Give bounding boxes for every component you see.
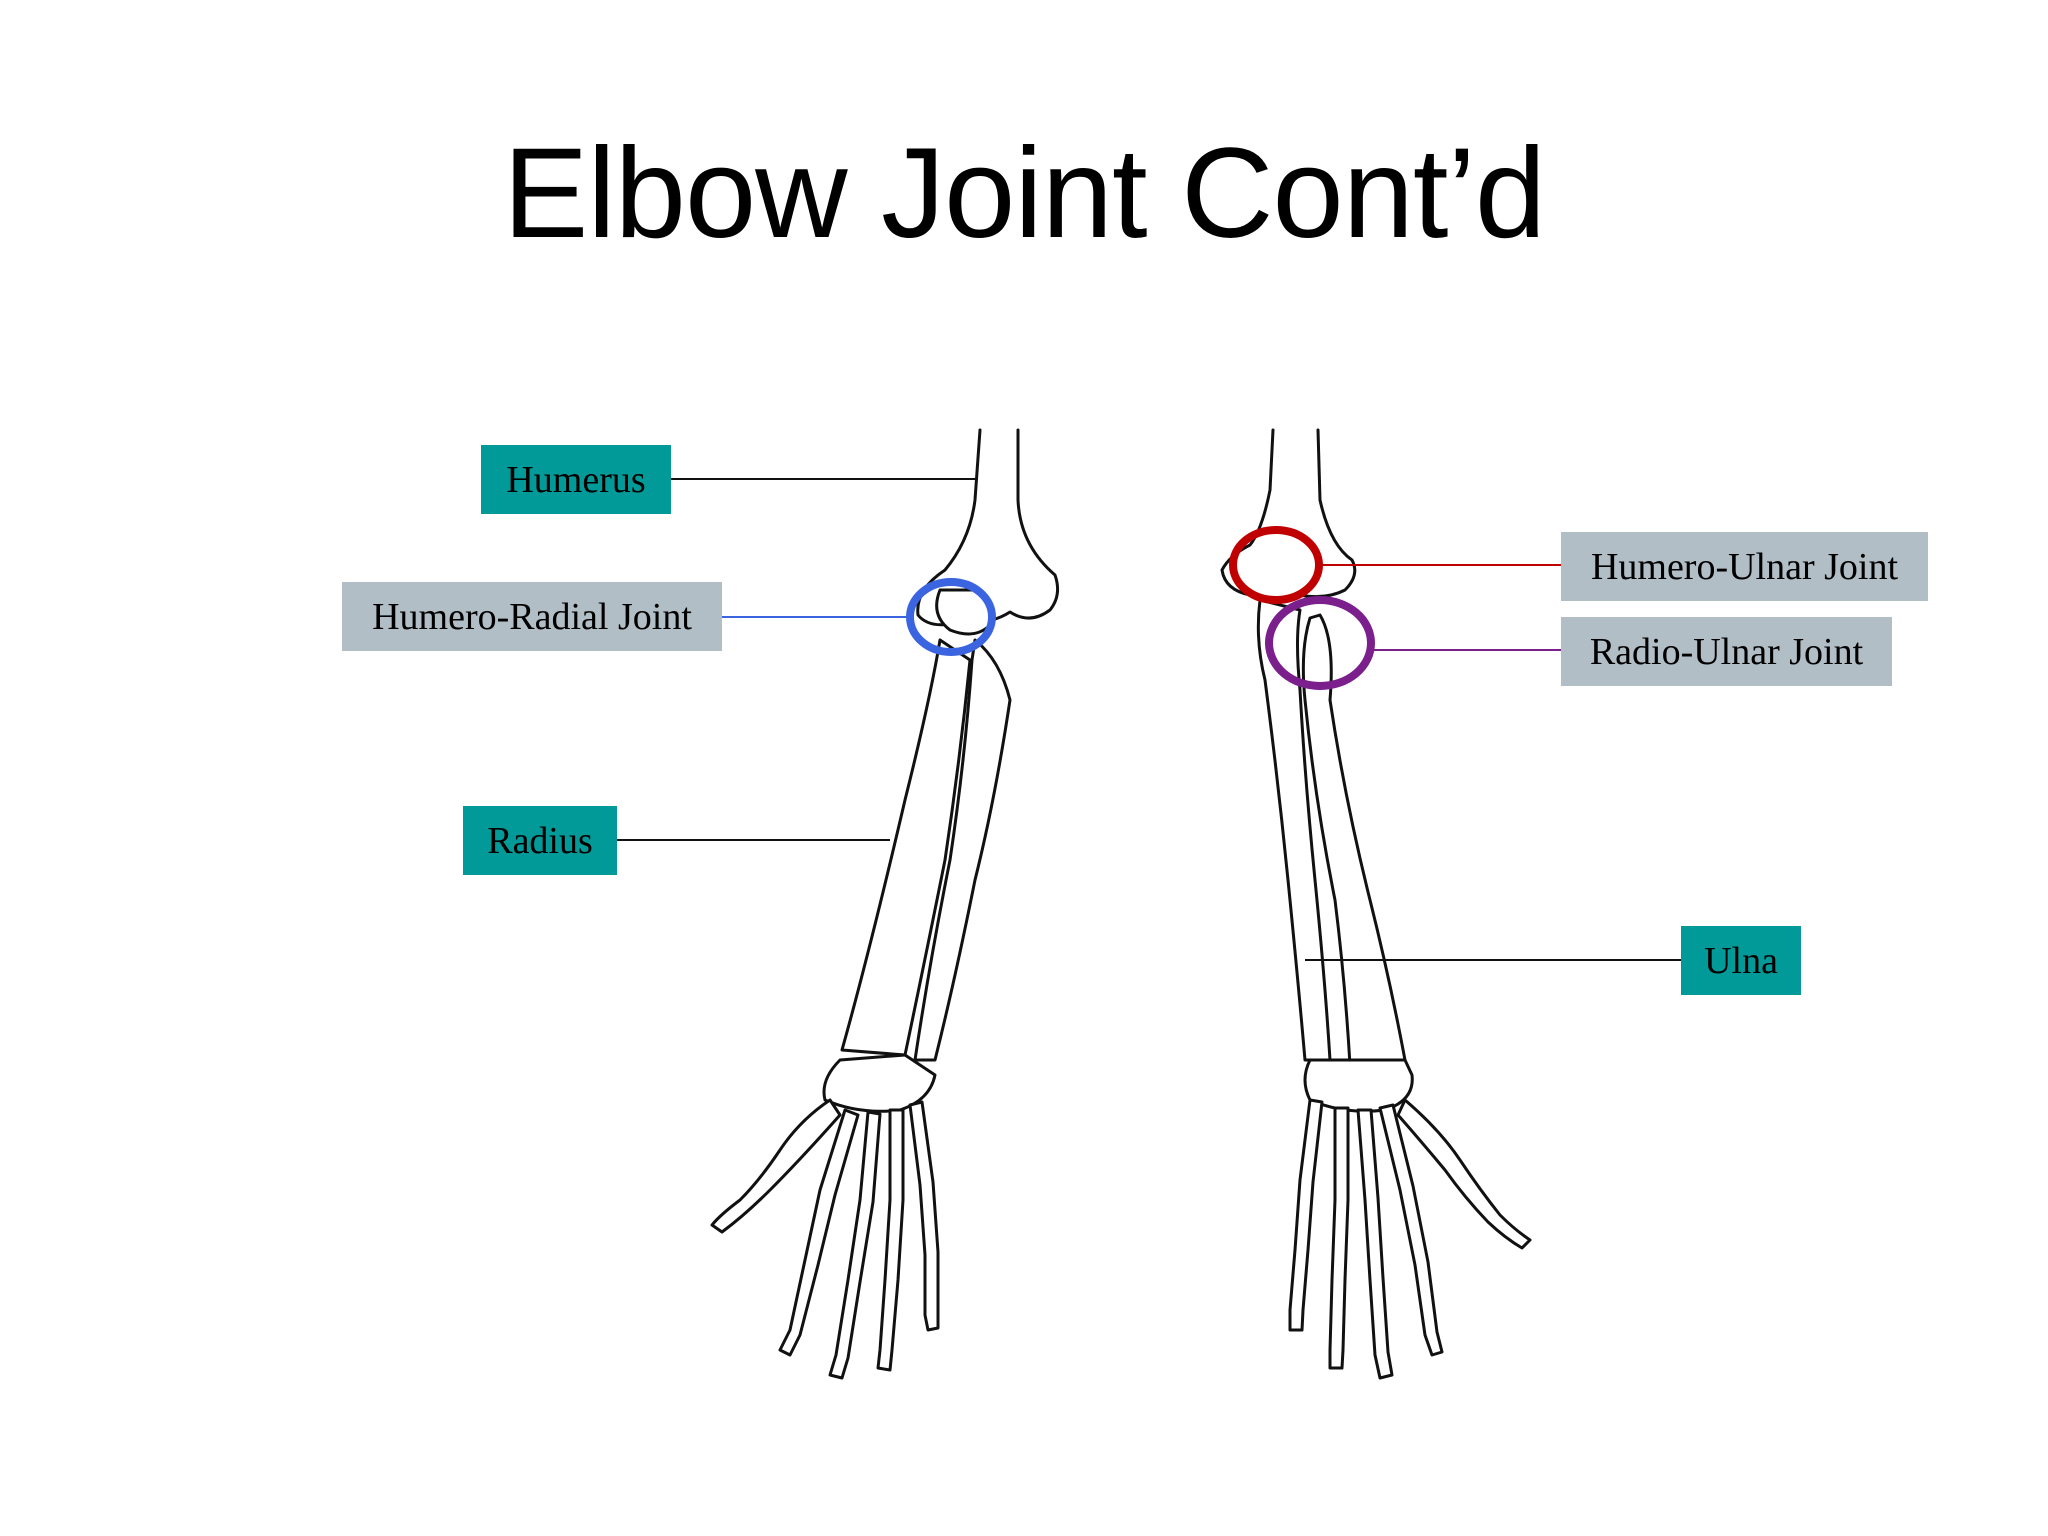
radio-ulnar-joint-marker (1265, 596, 1375, 690)
label-ulna-text: Ulna (1704, 939, 1778, 982)
slide-title: Elbow Joint Cont’d (502, 122, 1546, 265)
label-humerus-text: Humerus (506, 458, 646, 501)
label-radius: Radius (463, 806, 617, 875)
label-radio-ulnar-joint-text: Radio-Ulnar Joint (1589, 630, 1864, 673)
label-humerus: Humerus (481, 445, 671, 514)
right-arm-illustration (1220, 428, 1532, 1380)
left-arm-illustration (710, 428, 1060, 1380)
humero-radial-joint-marker (906, 578, 996, 656)
left-thumb (710, 1098, 842, 1234)
right-thumb (1396, 1098, 1532, 1250)
right-humerus-bone (1220, 428, 1357, 602)
label-humero-ulnar-joint: Humero-Ulnar Joint (1561, 532, 1928, 601)
left-ulna-bone (913, 638, 1012, 1062)
label-humero-radial-joint: Humero-Radial Joint (342, 582, 722, 651)
label-radius-text: Radius (487, 819, 593, 862)
right-carpals (1303, 1058, 1414, 1113)
label-humero-ulnar-joint-text: Humero-Ulnar Joint (1590, 545, 1899, 588)
humero-ulnar-joint-marker (1229, 526, 1323, 604)
label-humero-radial-joint-text: Humero-Radial Joint (372, 595, 692, 638)
label-ulna: Ulna (1681, 926, 1801, 995)
label-radio-ulnar-joint: Radio-Ulnar Joint (1561, 617, 1892, 686)
right-ulna-bone (1256, 598, 1332, 1062)
